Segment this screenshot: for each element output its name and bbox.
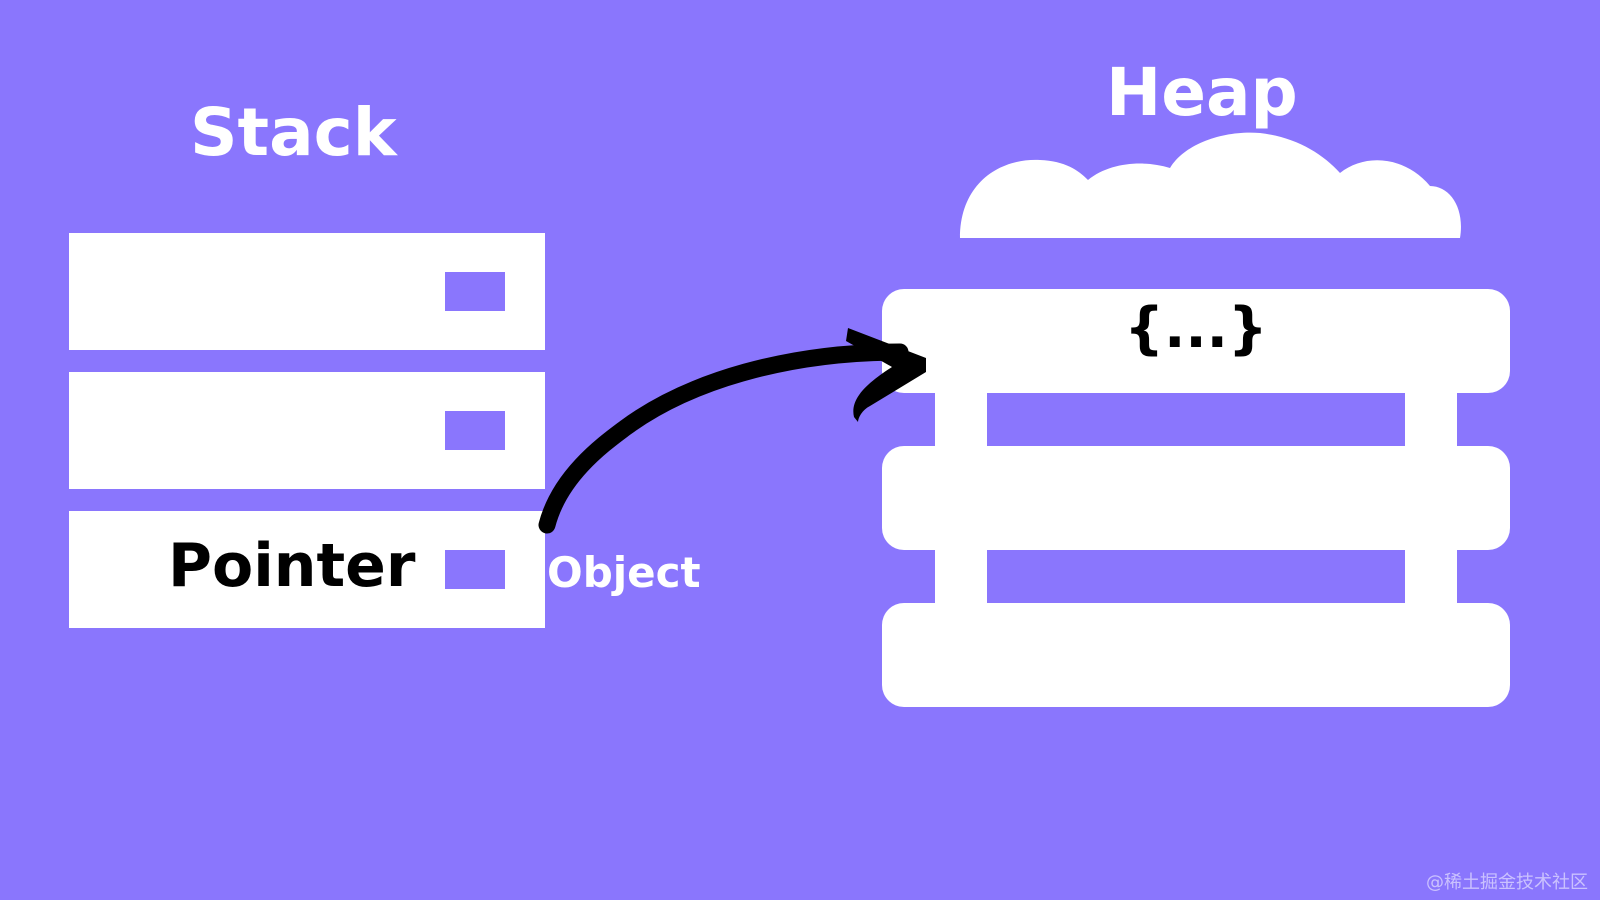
heap-shelf-object: {...} <box>882 289 1510 393</box>
stack-slot-address-box <box>445 411 505 450</box>
reference-arrow-shaft <box>538 343 909 534</box>
heap-title: Heap <box>1106 54 1298 131</box>
object-label: Object <box>547 548 701 597</box>
stack-slot <box>69 372 545 489</box>
stack-title: Stack <box>190 94 397 171</box>
heap-object-label: {...} <box>1124 296 1268 361</box>
cloud-icon <box>960 132 1461 238</box>
stack-slot-pointer: Pointer <box>69 511 545 628</box>
stack-slot <box>69 233 545 350</box>
heap-shelf <box>882 446 1510 550</box>
stack-slot-address-box <box>445 550 505 589</box>
pointer-label: Pointer <box>168 531 416 601</box>
heap-shelf <box>882 603 1510 707</box>
watermark: @稀土掘金技术社区 <box>1426 872 1588 893</box>
stack-slot-address-box <box>445 272 505 311</box>
